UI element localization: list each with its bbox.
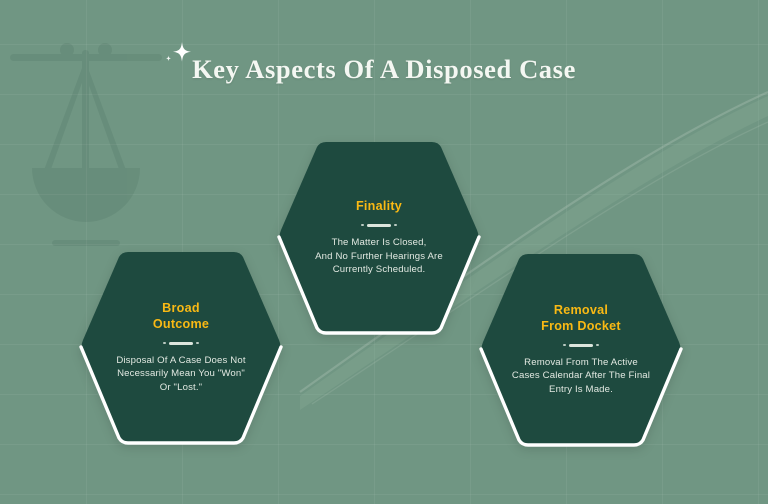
card-content: Broad Outcome Disposal Of A Case Does No… xyxy=(78,250,284,445)
card-title: Removal From Docket xyxy=(541,303,621,333)
divider-bar xyxy=(169,341,193,345)
card-content: Removal From Docket Removal From The Act… xyxy=(478,252,684,447)
hexagon-shape xyxy=(79,252,283,445)
divider-dot-right xyxy=(196,342,199,345)
scales-of-justice-icon xyxy=(10,43,162,246)
swoosh-curves-icon xyxy=(299,90,768,405)
card-title: Finality xyxy=(355,198,403,213)
divider-dot-left xyxy=(163,342,166,345)
card-title: Broad Outcome xyxy=(152,301,210,331)
card-body: The Matter Is Closed, And No Further Hea… xyxy=(315,237,443,275)
page-title-text: Key Aspects Of A Disposed Case xyxy=(192,54,576,84)
card-content: Finality The Matter Is Closed, And No Fu… xyxy=(276,140,482,335)
dot-bar-dot-divider xyxy=(563,343,599,347)
swoosh-fill xyxy=(300,96,768,410)
divider-dot-right xyxy=(394,224,397,227)
divider-bar xyxy=(569,343,593,347)
card-body: Removal From The Active Cases Calendar A… xyxy=(511,357,651,395)
dot-bar-dot-divider xyxy=(163,341,199,345)
card-finality[interactable]: Finality The Matter Is Closed, And No Fu… xyxy=(276,140,482,335)
card-body: Disposal Of A Case Does Not Necessarily … xyxy=(116,355,246,393)
dot-bar-dot-divider xyxy=(361,223,397,227)
divider-bar xyxy=(367,223,391,227)
hexagon-shape xyxy=(277,142,481,335)
divider-dot-left xyxy=(563,344,566,347)
page-title-wrapper: Key Aspects Of A Disposed Case xyxy=(0,42,768,85)
card-broad-outcome[interactable]: Broad Outcome Disposal Of A Case Does No… xyxy=(78,250,284,445)
card-removal-from-docket[interactable]: Removal From Docket Removal From The Act… xyxy=(478,252,684,447)
divider-dot-right xyxy=(596,344,599,347)
hexagon-shape xyxy=(479,254,683,447)
page-title: Key Aspects Of A Disposed Case xyxy=(165,42,576,85)
divider-dot-left xyxy=(361,224,364,227)
